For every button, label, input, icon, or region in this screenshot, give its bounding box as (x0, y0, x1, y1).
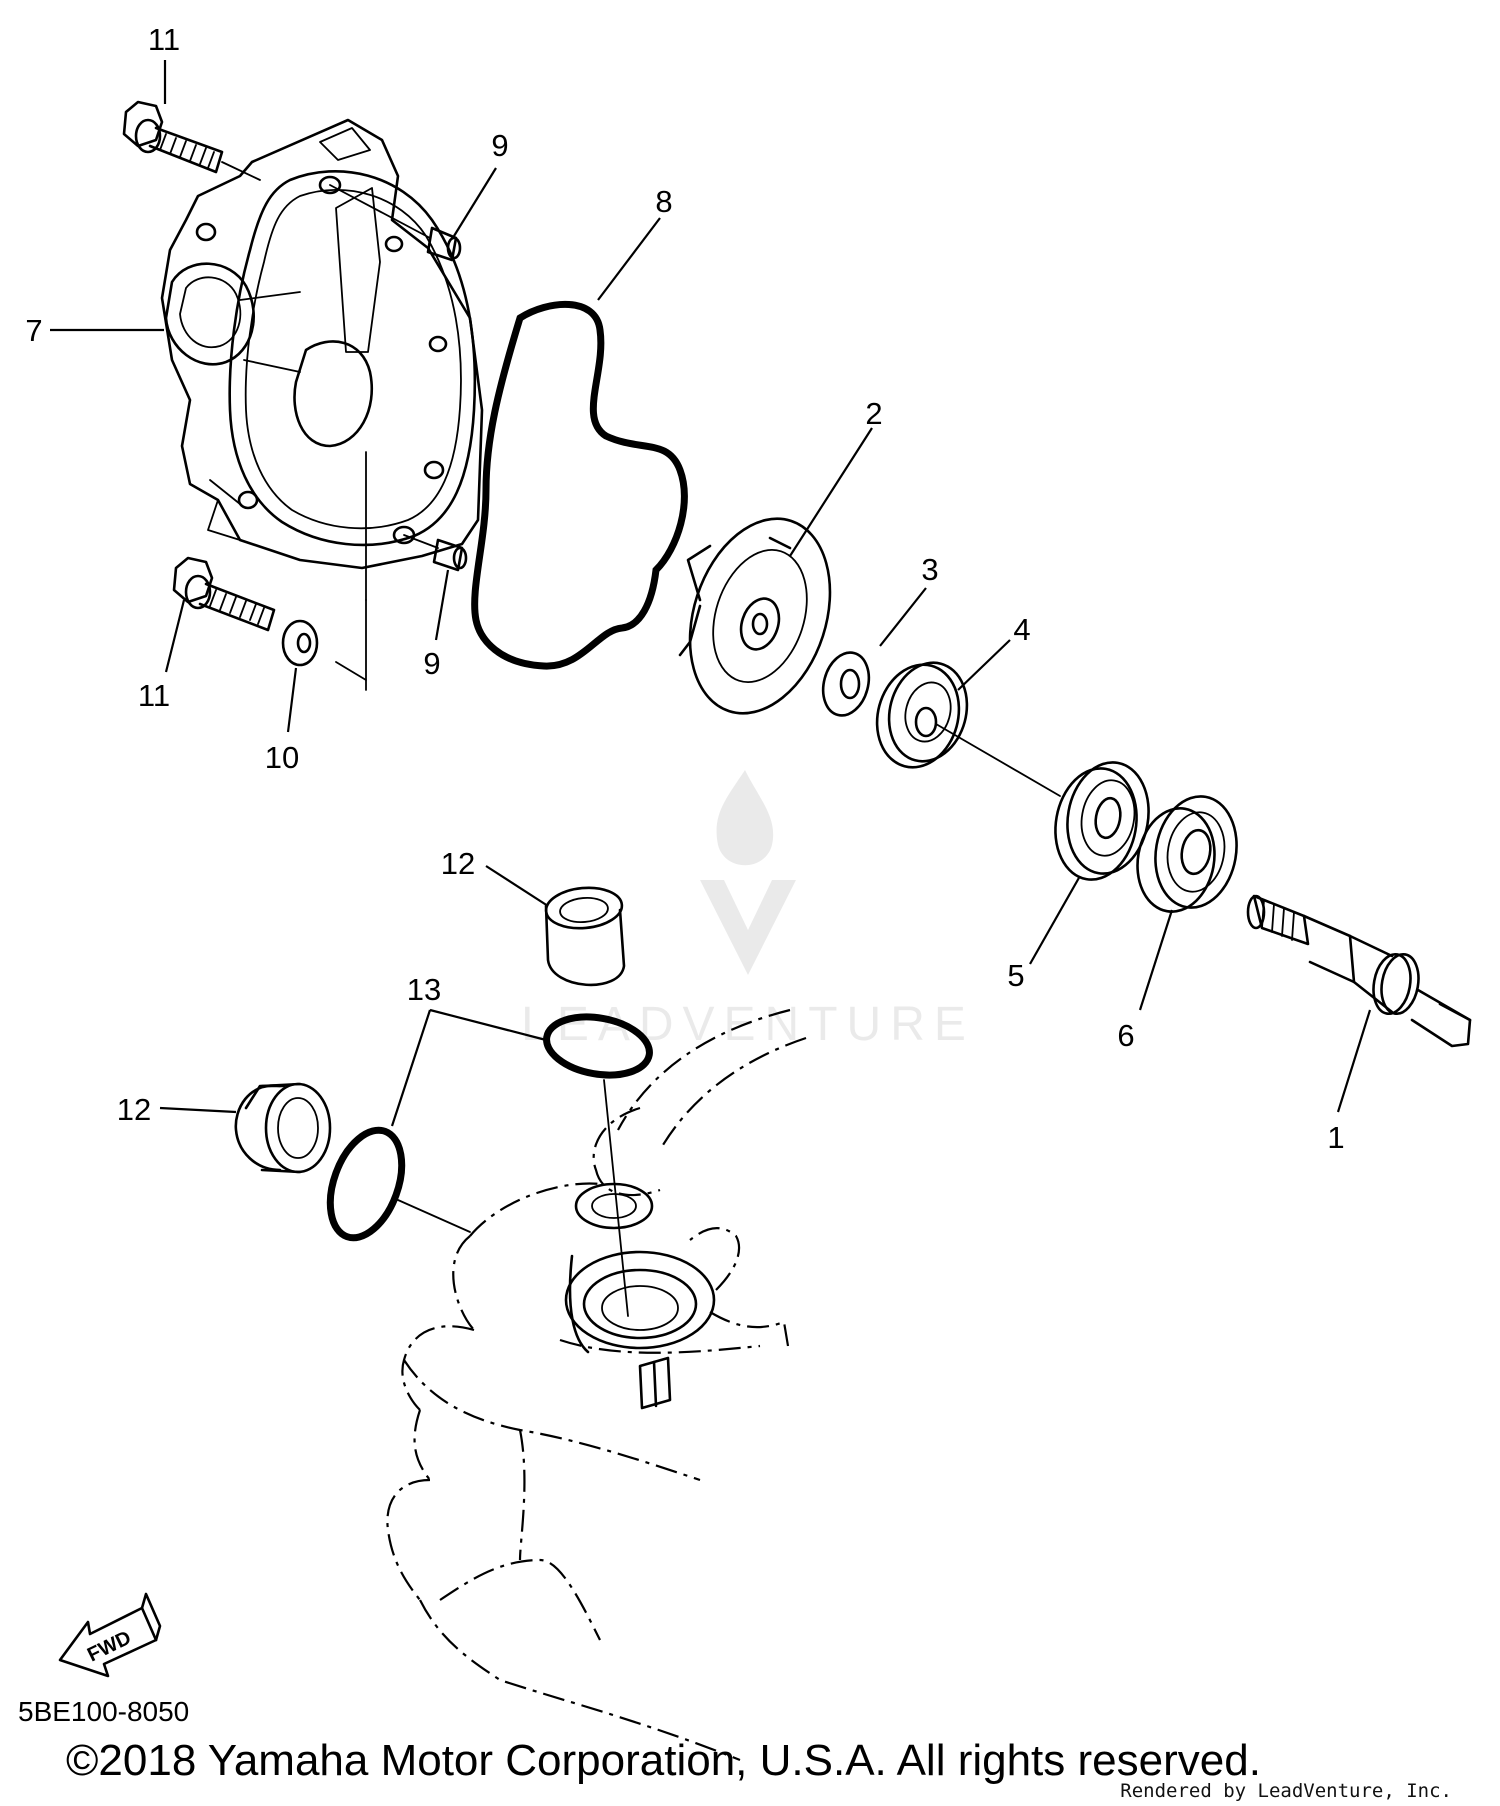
part-8-gasket-o-ring (471, 300, 688, 670)
callout-6: 6 (1117, 1018, 1134, 1053)
part-5-bearing (1054, 761, 1150, 881)
leader-lines (50, 60, 1372, 1127)
part-12-collar-upper (544, 886, 626, 987)
watermark-text: LEADVENTURE (521, 998, 975, 1051)
crankcase-outline (386, 1008, 807, 1762)
assembly-line-4-5 (935, 723, 1061, 797)
callout-10: 10 (265, 740, 299, 775)
callout-4: 4 (1013, 612, 1030, 647)
part-10-washer (281, 619, 319, 667)
callout-2: 2 (865, 396, 882, 431)
callout-5: 5 (1007, 958, 1024, 993)
part-6-bearing (1136, 795, 1238, 913)
part-7-water-pump-housing (160, 118, 484, 691)
part-2-impeller (678, 517, 832, 715)
part-12-collar-lower (234, 1082, 332, 1174)
callout-7: 7 (25, 313, 42, 348)
part-13-o-ring-lower (326, 1126, 471, 1242)
callout-labels: 11 9 8 7 2 3 4 9 11 10 12 5 13 6 1 12 (25, 22, 1344, 1155)
leadventure-watermark: LEADVENTURE (521, 770, 975, 1051)
callout-11-top: 11 (148, 22, 180, 57)
callout-9-top: 9 (491, 128, 508, 163)
part-4-oil-seal (875, 661, 969, 769)
part-9-dowel-pin-lower (403, 534, 468, 572)
copyright-notice: ©2018 Yamaha Motor Corporation, U.S.A. A… (66, 1736, 1261, 1785)
part-13-o-ring-upper (543, 1013, 653, 1317)
rendered-by-credit: Rendered by LeadVenture, Inc. (1120, 1780, 1452, 1801)
part-3-seal-washer (821, 651, 871, 717)
callout-8: 8 (655, 184, 672, 219)
callout-12-top: 12 (441, 846, 475, 881)
fwd-arrow-icon: FWD (58, 1592, 162, 1678)
part-1-impeller-shaft (1246, 894, 1472, 1048)
callout-9-bottom: 9 (423, 646, 440, 681)
callout-3: 3 (921, 552, 938, 587)
callout-12-bottom: 12 (117, 1092, 151, 1127)
diagram-code: 5BE100-8050 (18, 1696, 189, 1727)
callout-1: 1 (1327, 1120, 1344, 1155)
part-11-bolt-lower (172, 556, 276, 632)
callout-11-bottom: 11 (138, 678, 170, 713)
part-11-bolt-upper (122, 100, 261, 181)
part-9-dowel-pin-upper (329, 184, 462, 262)
callout-13: 13 (407, 972, 441, 1007)
